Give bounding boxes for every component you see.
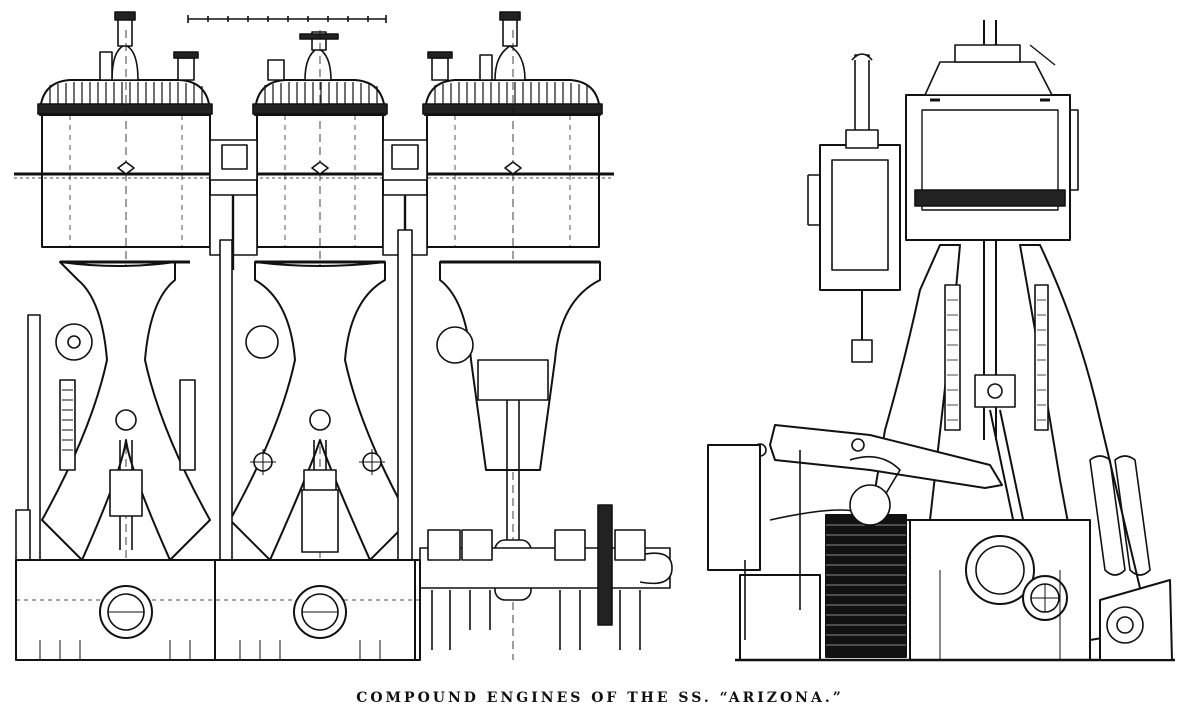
valve-chests [210,140,427,270]
side-condenser [708,445,900,660]
valve-gear [16,230,412,650]
top-fittings [100,12,525,80]
side-bedplate [735,570,1175,660]
side-elevation [708,20,1175,660]
crankshaft [420,505,672,650]
side-cylinder [906,45,1078,240]
scale-bar [188,15,386,23]
cylinders [14,30,614,660]
side-crank-pit [850,485,1090,660]
side-tube-nest [826,515,906,657]
side-valve-chest [808,54,900,362]
front-elevation [14,12,672,660]
engine-drawing-plate [0,0,1200,680]
bedplate [16,560,420,660]
figure-caption: COMPOUND ENGINES OF THE SS. “ARIZONA.” [356,690,844,706]
handwheels [56,324,473,475]
